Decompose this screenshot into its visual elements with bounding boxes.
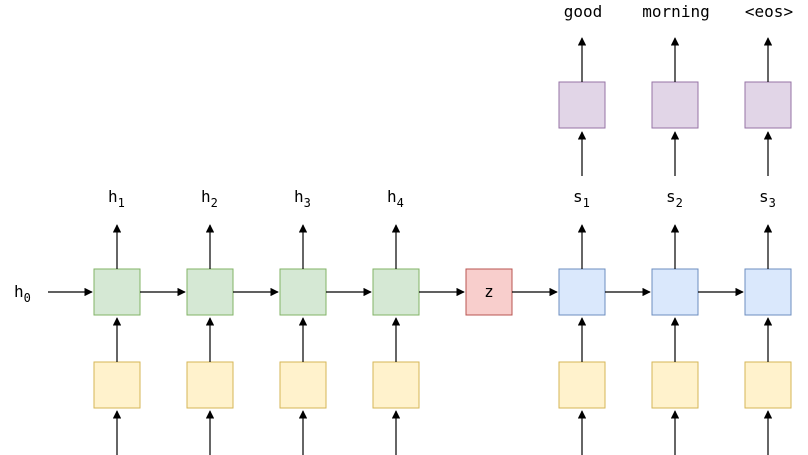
output-layer-box	[744, 81, 792, 129]
encoder-rnn-box	[93, 268, 141, 316]
encoder-hidden-label: h1	[108, 187, 125, 210]
latent-label: z	[484, 282, 494, 301]
decoder-state-label: s2	[666, 187, 683, 210]
initial-hidden-label: h0	[14, 282, 31, 305]
decoder-embedding-box	[651, 361, 699, 409]
encoder-rnn-box	[186, 268, 234, 316]
latent-box	[465, 268, 513, 316]
decoder-rnn-box	[558, 268, 606, 316]
output-token-label: morning	[642, 2, 709, 21]
output-token-label: good	[564, 2, 603, 21]
encoder-embedding-box	[372, 361, 420, 409]
encoder-hidden-label: h4	[387, 187, 404, 210]
encoder-embedding-box	[186, 361, 234, 409]
output-token-label: <eos>	[745, 2, 793, 21]
encoder-rnn-box	[279, 268, 327, 316]
decoder-rnn-box	[651, 268, 699, 316]
encoder-hidden-label: h3	[294, 187, 311, 210]
decoder-state-label: s3	[759, 187, 776, 210]
decoder-embedding-box	[744, 361, 792, 409]
encoder-rnn-box	[372, 268, 420, 316]
decoder-state-label: s1	[573, 187, 590, 210]
decoder-rnn-box	[744, 268, 792, 316]
output-layer-box	[651, 81, 699, 129]
encoder-embedding-box	[93, 361, 141, 409]
encoder-embedding-box	[279, 361, 327, 409]
output-layer-box	[558, 81, 606, 129]
encoder-hidden-label: h2	[201, 187, 218, 210]
decoder-embedding-box	[558, 361, 606, 409]
